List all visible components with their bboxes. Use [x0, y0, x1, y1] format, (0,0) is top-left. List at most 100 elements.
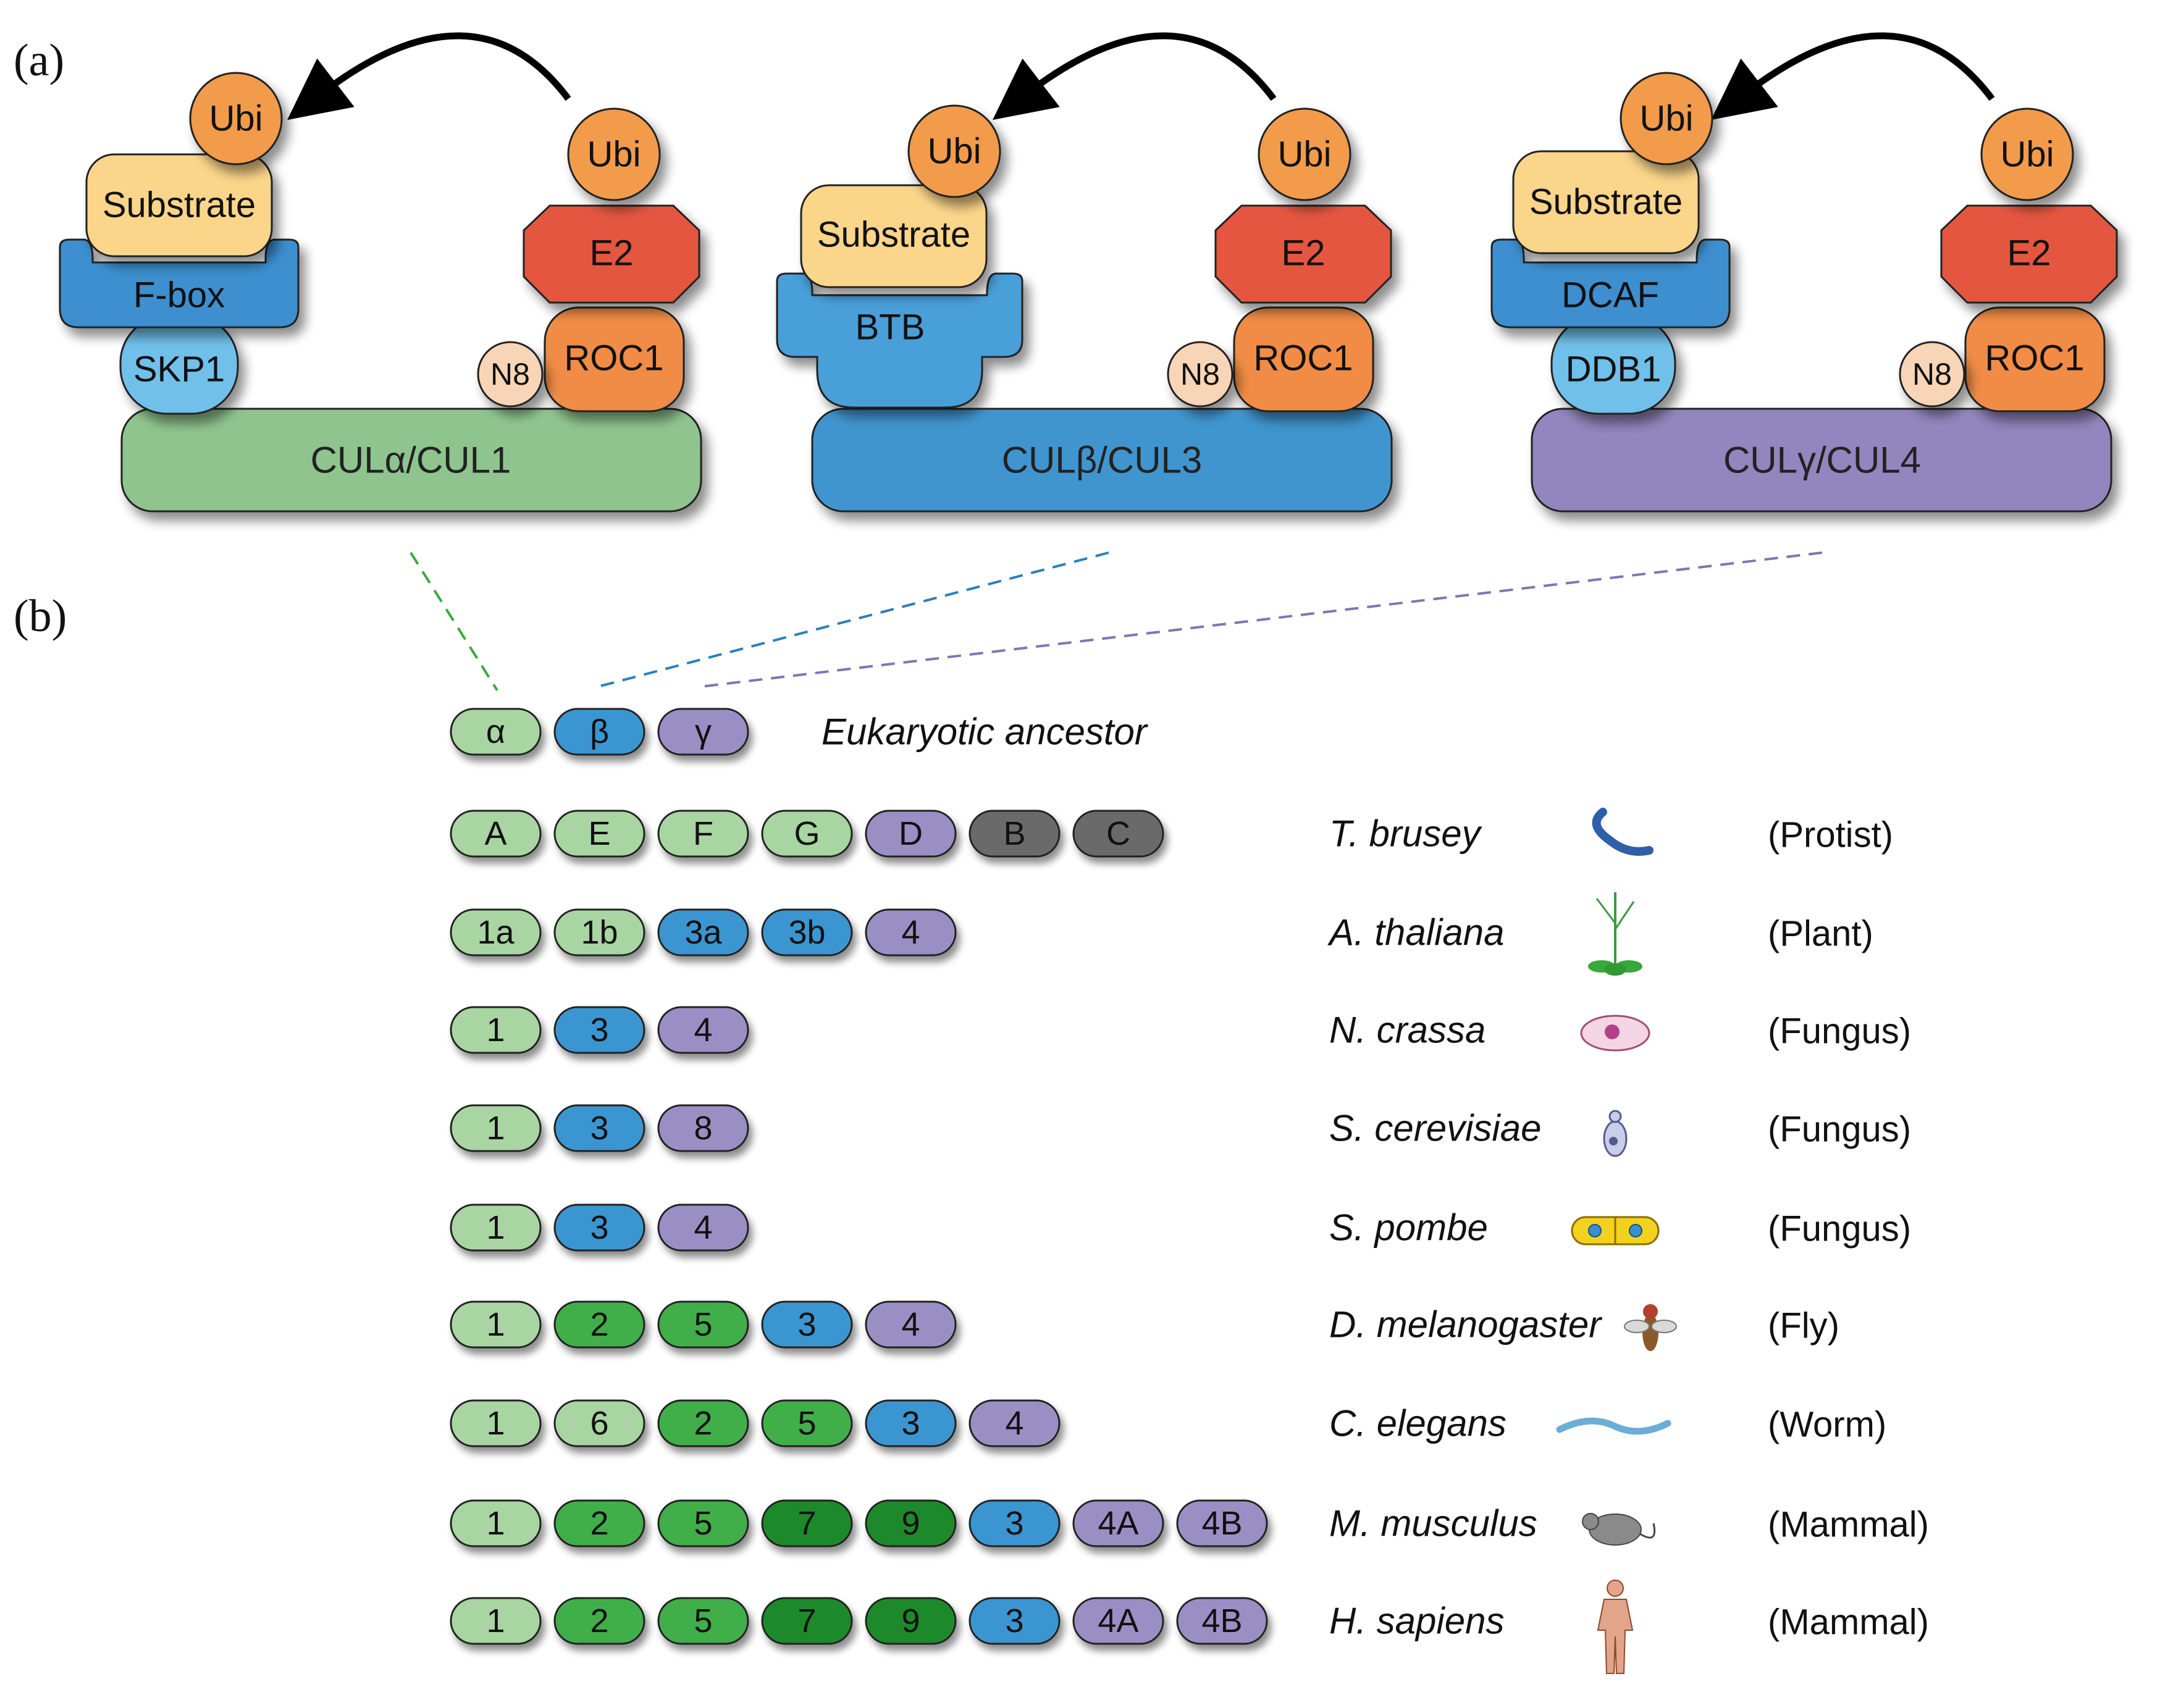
- gene-pill-shape: [450, 810, 542, 858]
- ubi-label: Ubi: [1639, 99, 1693, 139]
- gene-pill-label: C: [1106, 815, 1130, 852]
- ubiquitin-substrate: [1620, 72, 1713, 165]
- gene-pill-shape: [450, 1204, 542, 1252]
- gene-pill-label: 9: [901, 1505, 920, 1542]
- complex-cul4: CULγ/CUL4 DDB1 DCAF Substrate Ubi ROC1 N…: [1490, 32, 2118, 513]
- substrate: [1512, 150, 1700, 254]
- gene-pill-shape: [657, 1104, 749, 1152]
- gene-pill: 6: [553, 1399, 645, 1447]
- gene-pill-label: 3: [797, 1306, 816, 1343]
- organism-group: (Mammal): [1768, 1505, 1929, 1545]
- e2-label: E2: [2007, 233, 2051, 274]
- ubiquitin-transfer-arrow: [993, 32, 1277, 120]
- e2-label: E2: [590, 233, 634, 274]
- gene-pill-label: 3: [1005, 1602, 1023, 1639]
- gene-pill-label: 4: [901, 1306, 920, 1343]
- gene-pill-shape: [553, 908, 645, 957]
- worm-icon: [1556, 1417, 1671, 1435]
- gene-pill-label: 4: [901, 914, 920, 951]
- gene-pill-shape: [657, 1499, 749, 1547]
- gene-pill-label: 3: [590, 1209, 608, 1246]
- gene-pill-shape: [450, 1104, 542, 1152]
- substrate-label: Substrate: [817, 215, 970, 255]
- species-name: S. cerevisiae: [1329, 1108, 1541, 1149]
- species-name: M. musculus: [1329, 1503, 1537, 1544]
- species-name: N. crassa: [1329, 1010, 1486, 1051]
- connector-beta: [597, 551, 1109, 688]
- gene-pill-label: 2: [694, 1405, 712, 1442]
- organism-group: (Fungus): [1768, 1110, 1911, 1150]
- gene-pill-shape: [657, 810, 749, 858]
- gene-pill-label: 3: [901, 1405, 920, 1442]
- gene-pill-label: 1: [486, 1209, 505, 1246]
- ubi-label: Ubi: [587, 135, 641, 175]
- gene-pill-shape: [553, 1204, 645, 1252]
- gene-pill-label: 5: [694, 1306, 712, 1343]
- roc1: [1964, 306, 2106, 412]
- gene-pill: 5: [657, 1300, 749, 1349]
- ubi-label: Ubi: [209, 99, 263, 139]
- gene-pill-shape: [657, 1006, 749, 1054]
- gene-pill-label: 5: [694, 1505, 712, 1542]
- gene-pill-label: 1: [486, 1602, 505, 1639]
- gene-pill: 3: [969, 1499, 1061, 1547]
- gene-pill-label: 1: [486, 1110, 505, 1147]
- gene-pill: 4B: [1176, 1597, 1268, 1645]
- roc1: [1233, 306, 1374, 412]
- gene-pill-shape: [865, 1399, 957, 1447]
- gene-pill: 1: [450, 1399, 542, 1447]
- receptor-dcaf: [1490, 238, 1731, 329]
- gene-pill-label: 5: [694, 1602, 712, 1639]
- gene-pill-shape: [657, 708, 749, 756]
- gene-pill: D: [865, 810, 957, 858]
- gene-pill: 4: [657, 1006, 749, 1054]
- gene-pill: 4: [657, 1204, 749, 1252]
- substrate-label: Substrate: [103, 185, 256, 225]
- gene-pill-label: 3: [590, 1110, 608, 1147]
- gene-pill-shape: [657, 908, 749, 957]
- gene-pill: F: [657, 810, 749, 858]
- ubiquitin-substrate: [189, 72, 283, 165]
- gene-pill-shape: [450, 1597, 542, 1645]
- receptor-label: DCAF: [1561, 275, 1659, 316]
- adaptor-label: DDB1: [1566, 350, 1662, 390]
- gene-pill-shape: [553, 1104, 645, 1152]
- organism-group: (Protist): [1768, 815, 1893, 855]
- e2-enzyme: [1940, 204, 2118, 304]
- gene-pill: 4: [969, 1399, 1061, 1447]
- gene-pill: 3: [969, 1597, 1061, 1645]
- gene-pill-label: 4A: [1098, 1505, 1138, 1542]
- gene-pill: 3: [865, 1399, 957, 1447]
- scaffold-label: CULα/CUL1: [311, 440, 511, 481]
- gene-pill-label: 4B: [1201, 1505, 1242, 1542]
- nedd8: [1167, 341, 1233, 408]
- mouse-icon: [1582, 1513, 1656, 1546]
- species-name: S. pombe: [1329, 1207, 1488, 1249]
- ubiquitin-transfer-arrow: [287, 32, 571, 120]
- gene-pill-label: 3a: [684, 914, 722, 951]
- fly-icon: [1624, 1304, 1677, 1351]
- gene-pill-label: E: [588, 815, 610, 852]
- gene-pill-shape: [761, 1499, 853, 1547]
- gene-pill-label: 3: [590, 1011, 608, 1049]
- species-name: D. melanogaster: [1329, 1304, 1602, 1346]
- gene-pill-label: 7: [797, 1505, 816, 1542]
- gene-pill: 1b: [553, 908, 645, 957]
- roc1-label: ROC1: [564, 338, 663, 379]
- gene-pill: C: [1072, 810, 1164, 858]
- ubiquitin-transfer-arrow: [1711, 32, 1995, 120]
- human-icon: [1597, 1580, 1634, 1674]
- connector-gamma: [700, 551, 1823, 688]
- gene-pill: 2: [657, 1399, 749, 1447]
- gene-pill-label: 4B: [1201, 1602, 1242, 1639]
- gene-pill-shape: [450, 708, 542, 756]
- gene-pill: 3: [761, 1300, 853, 1349]
- gene-pill: 5: [657, 1597, 749, 1645]
- gene-pill-label: A: [484, 815, 506, 852]
- scaffold-cul1: [120, 408, 702, 513]
